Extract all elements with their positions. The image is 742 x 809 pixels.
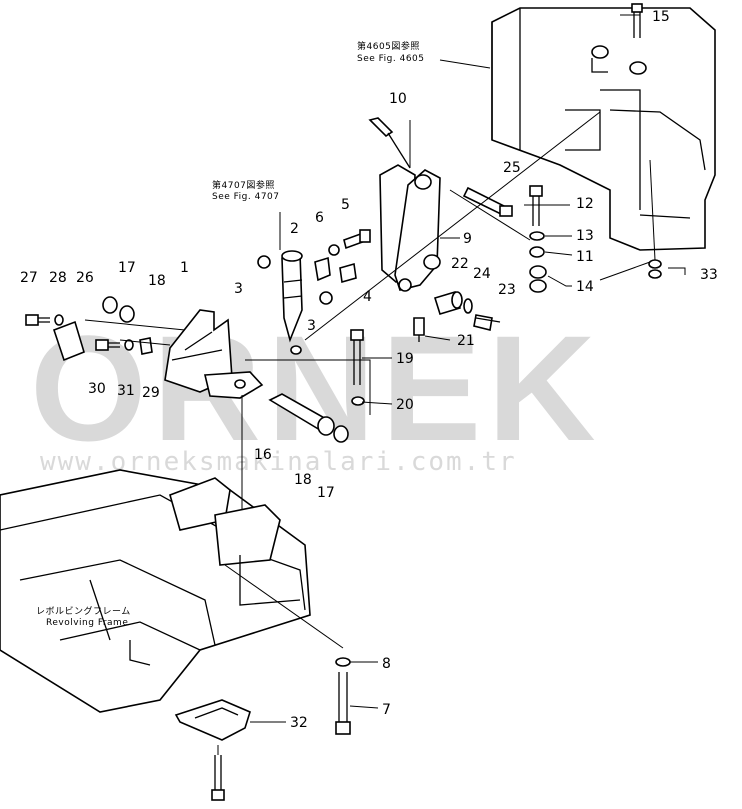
bolt-30 <box>95 339 120 351</box>
fitting-4 <box>339 262 357 284</box>
washers-33 <box>648 259 662 279</box>
callout-19: 19 <box>396 351 414 367</box>
washer-17-right <box>333 425 349 443</box>
callout-28: 28 <box>49 270 67 286</box>
callout-20: 20 <box>396 397 414 413</box>
cylinder-2 <box>281 250 303 355</box>
callout-15: 15 <box>652 9 670 25</box>
callout-numbers: 15 10 25 12 13 11 14 9 33 22 24 23 21 19… <box>20 9 718 731</box>
bushing-18-right <box>317 416 335 436</box>
watermark: ORNEK www.orneksmakinalari.com.tr <box>30 304 602 477</box>
callout-7: 7 <box>382 702 391 718</box>
fitting-29 <box>139 337 153 355</box>
washer-8 <box>335 657 351 667</box>
washer-24 <box>463 298 473 314</box>
callout-17-upper: 17 <box>118 260 136 276</box>
bolt-12-stack <box>529 185 545 258</box>
callout-4: 4 <box>363 289 372 305</box>
callout-32: 32 <box>290 715 308 731</box>
bolt-5 <box>343 229 371 250</box>
bracket-1 <box>164 309 264 399</box>
bolt-7 <box>335 672 351 735</box>
callout-1: 1 <box>180 260 189 276</box>
bolt-23 <box>473 314 501 331</box>
callout-10: 10 <box>389 91 407 107</box>
callout-29: 29 <box>142 385 160 401</box>
clip-6 <box>314 244 340 282</box>
callout-2: 2 <box>290 221 299 237</box>
bolt-25 <box>462 186 513 217</box>
revolving-frame <box>0 469 311 713</box>
watermark-brand: ORNEK <box>30 304 602 472</box>
callout-13: 13 <box>576 228 594 244</box>
ref-fig4707-jp: 第4707図参照 <box>212 179 275 191</box>
callout-11: 11 <box>576 249 594 265</box>
bolt-32 <box>211 755 225 801</box>
bushing-18-left <box>119 305 135 323</box>
bolt-10 <box>368 117 411 169</box>
callout-33: 33 <box>700 267 718 283</box>
callout-25: 25 <box>503 160 521 176</box>
callout-6: 6 <box>315 210 324 226</box>
washer-28 <box>54 314 64 326</box>
reference-labels: 第4605図参照 See Fig. 4605 第4707図参照 See Fig.… <box>36 40 425 628</box>
callout-26: 26 <box>76 270 94 286</box>
cover-32 <box>174 699 251 741</box>
washer-20 <box>351 396 365 406</box>
link-9 <box>379 164 441 292</box>
bolt-27 <box>25 314 50 326</box>
callout-31: 31 <box>117 383 135 399</box>
leader-lines <box>84 59 656 755</box>
part-3-upper <box>257 255 271 269</box>
callout-27: 27 <box>20 270 38 286</box>
callout-ticks <box>250 14 686 723</box>
callout-12: 12 <box>576 196 594 212</box>
bolt-15 <box>631 3 643 38</box>
callout-21: 21 <box>457 333 475 349</box>
ref-fig4605-en: See Fig. 4605 <box>357 54 425 64</box>
callout-24: 24 <box>473 266 491 282</box>
nuts-14 <box>529 265 547 293</box>
callout-18-upper: 18 <box>148 273 166 289</box>
callout-8: 8 <box>382 656 391 672</box>
callout-30: 30 <box>88 381 106 397</box>
washer-17-left <box>102 296 118 314</box>
plate-26 <box>52 320 85 362</box>
ref-fig4707-en: See Fig. 4707 <box>212 192 280 202</box>
ref-fig4605-jp: 第4605図参照 <box>357 40 420 52</box>
callout-16: 16 <box>254 447 272 463</box>
callout-9: 9 <box>463 231 472 247</box>
bolt-19 <box>350 329 364 385</box>
callout-23: 23 <box>498 282 516 298</box>
ref-frame-en: Revolving Frame <box>46 618 128 628</box>
washer-31 <box>124 339 134 351</box>
callout-5: 5 <box>341 197 350 213</box>
callout-14: 14 <box>576 279 594 295</box>
ref-frame-jp: レボルビングフレーム <box>36 605 131 617</box>
callout-17-lower: 17 <box>317 485 335 501</box>
callout-3-lower: 3 <box>307 318 316 334</box>
part-3-lower <box>319 291 333 305</box>
callout-3-upper: 3 <box>234 281 243 297</box>
callout-18-lower: 18 <box>294 472 312 488</box>
counterweight <box>491 7 716 251</box>
pin-22 <box>433 291 463 315</box>
fitting-21 <box>413 317 425 342</box>
callout-22: 22 <box>451 256 469 272</box>
